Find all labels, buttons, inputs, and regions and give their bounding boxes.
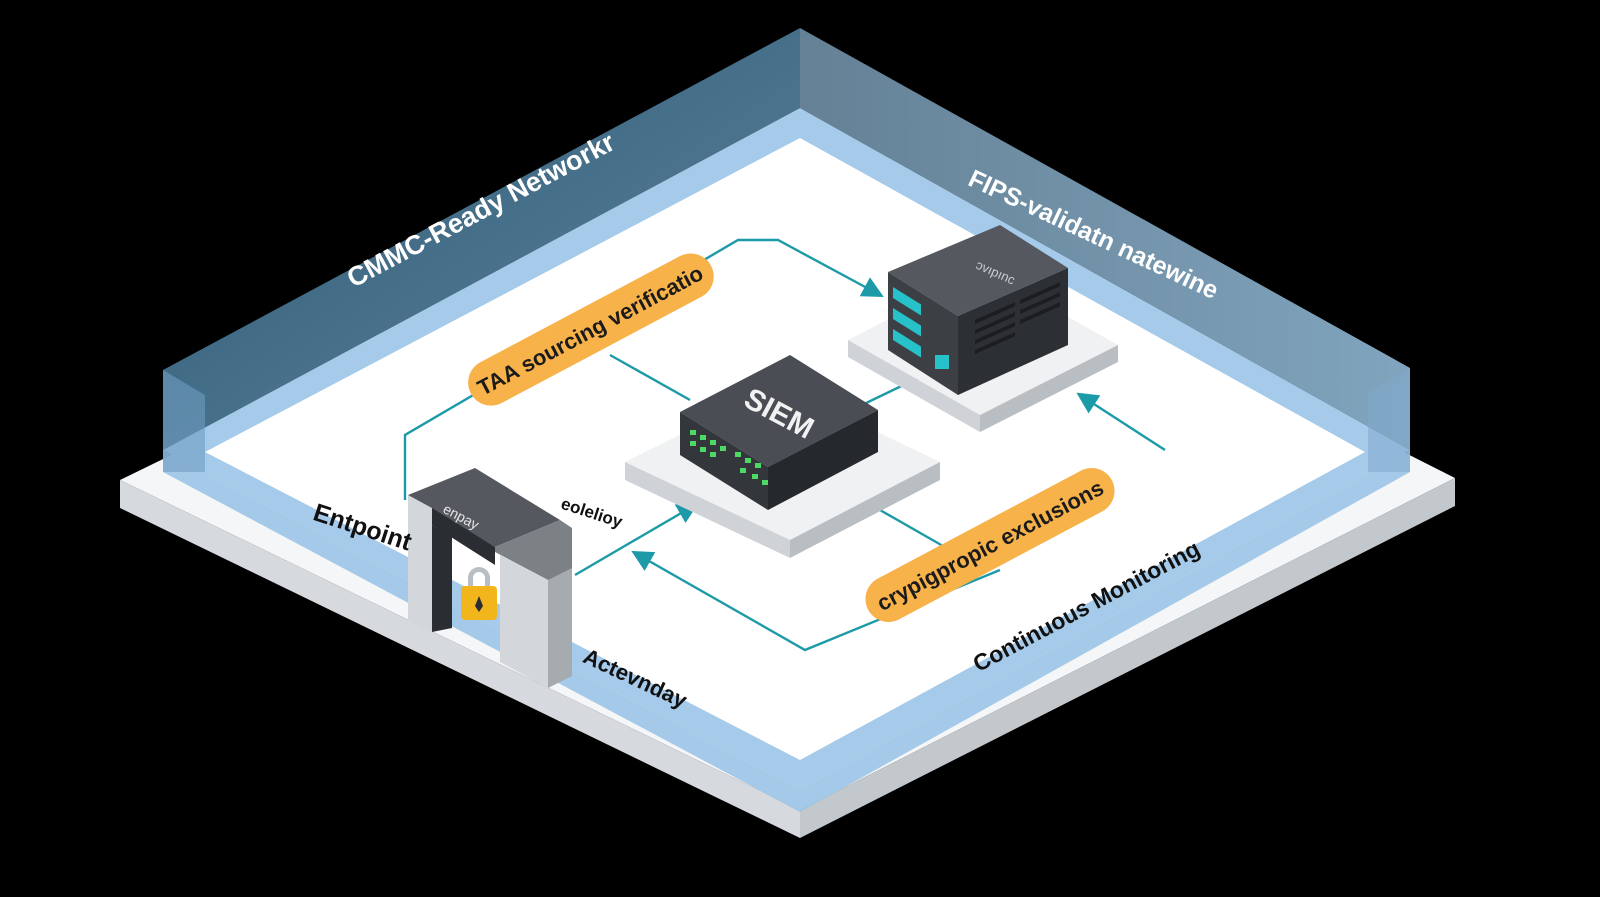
gateway-vents [975,282,1060,354]
gateway-port-2 [893,307,921,337]
endpoint-gate: enpay [408,468,572,688]
flow-line-siem-monitor [879,508,951,552]
flow-line-taa [403,238,884,500]
gateway-port-1 [893,286,921,316]
gateway-link-port [935,355,949,369]
flow-line-monitor-gateway [1076,392,1166,452]
fips-gateway-device: ɔvıpınc [848,225,1118,432]
siem-device: SIEM [625,355,940,558]
flow-line-endpoint-siem [574,502,699,577]
lock-icon [461,567,497,620]
siem-status-leds [690,430,768,485]
gateway-port-3 [893,328,921,358]
flow-line-taa-siem [609,353,691,402]
